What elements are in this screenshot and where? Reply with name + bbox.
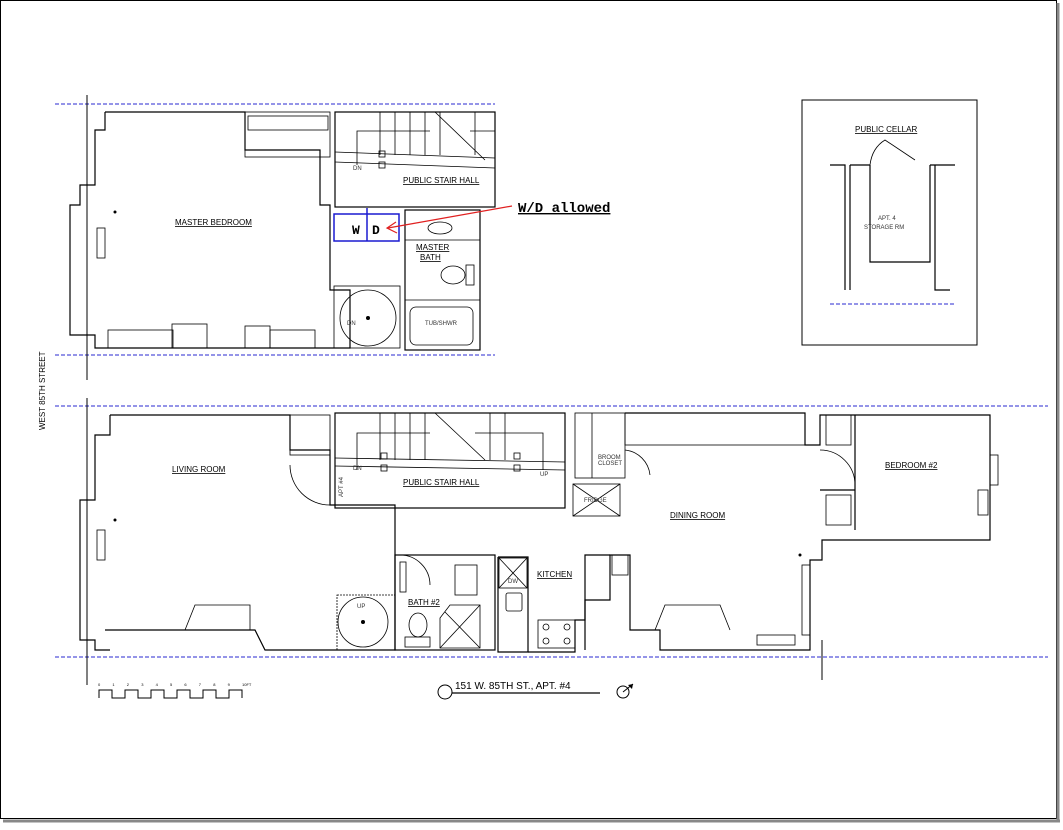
scale-label: 9 [228,682,231,687]
washer-label: W [352,223,360,238]
title-marker [437,684,453,700]
scale-label: 6 [184,682,187,687]
fixture-label-tub: TUB/SHWR [425,321,458,327]
scale-label: 1 [112,682,115,687]
room-label-master-bath-1: MASTER [416,243,450,252]
room-label-kitchen: KITCHEN [537,570,572,579]
room-label-living-room: LIVING ROOM [172,465,226,474]
street-label: WEST 85TH STREET [38,351,47,430]
spiral-dn-label: DN [347,321,356,327]
scale-label: 0 [98,682,101,687]
storage-label-2: STORAGE RM [864,225,904,231]
drawing-title: 151 W. 85TH ST., APT. #4 [455,681,571,692]
stair-up-label: UP [540,472,548,478]
cellar-plan: PUBLIC CELLAR APT. 4 STORAGE RM [801,99,978,346]
washer-dryer-box: W D [333,208,400,242]
room-label-public-stair-hall-lower: PUBLIC STAIR HALL [403,478,480,487]
room-label-bedroom-2: BEDROOM #2 [885,461,938,470]
annotation-arrow [387,205,513,229]
stair-dn-label: DN [353,166,362,172]
scale-label: 5 [170,682,173,687]
broom-closet-2: CLOSET [598,461,622,467]
upper-floor-plan: MASTER BEDROOM DN PUBLIC STAIR HALL MAST… [69,111,610,351]
room-label-master-bedroom: MASTER BEDROOM [175,218,252,227]
fridge-label: FRIDGE [584,498,607,504]
wd-annotation: W/D allowed [518,201,610,217]
dryer-label: D [372,223,380,238]
lower-floor-plan: LIVING ROOM APT #4 DN UP PUBLIC STAIR HA… [79,412,999,653]
north-arrow-icon [616,683,634,699]
spiral-up-label: UP [357,604,365,610]
scale-label: 10FT [242,682,252,687]
scale-bar: 0 1 2 3 4 5 6 7 8 9 10FT [98,682,252,699]
scale-label: 8 [213,682,216,687]
stair-dn-label: DN [353,466,362,472]
scale-label: 3 [141,682,144,687]
apt-tag: APT #4 [339,476,345,497]
room-label-dining-room: DINING ROOM [670,511,725,520]
storage-label-1: APT. 4 [878,216,896,222]
broom-closet-1: BROOM [598,455,621,461]
room-label-public-stair-hall: PUBLIC STAIR HALL [403,176,480,185]
dishwasher-label: DW [508,579,518,585]
scale-label: 7 [199,682,202,687]
scale-label: 4 [156,682,159,687]
cellar-title: PUBLIC CELLAR [855,125,917,134]
room-label-bath-2: BATH #2 [408,598,440,607]
fridge: FRIDGE [572,483,621,517]
room-label-master-bath-2: BATH [420,253,441,262]
scale-label: 2 [127,682,130,687]
